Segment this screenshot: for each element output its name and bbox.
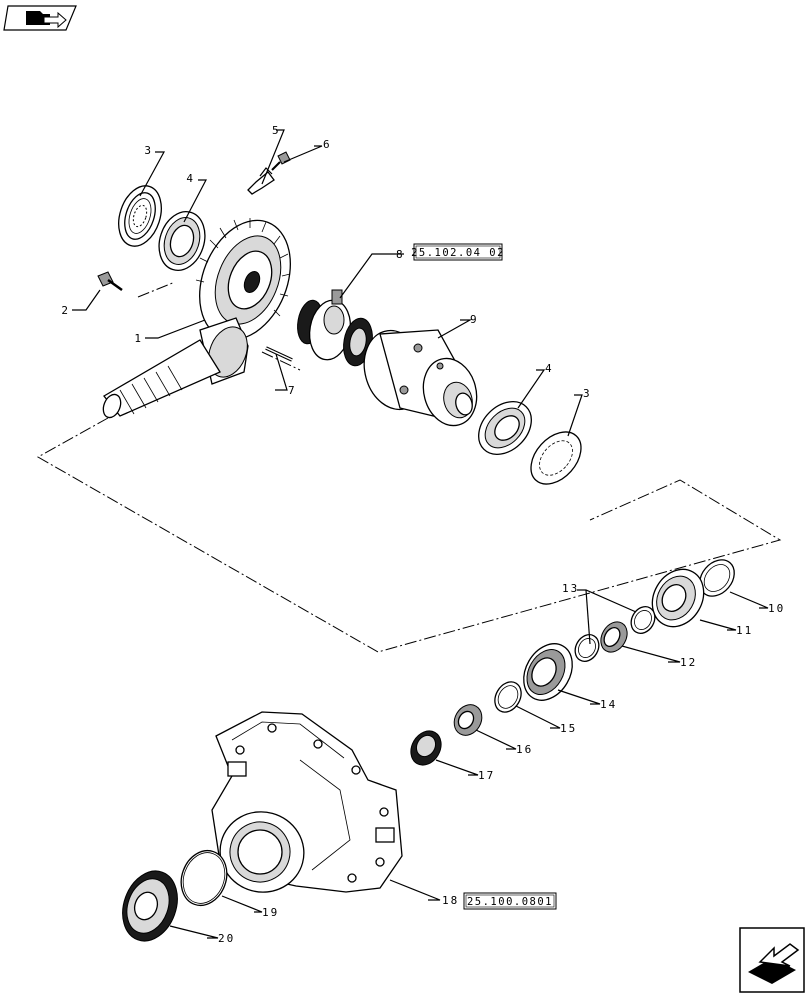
callout-16: 16 xyxy=(516,743,533,756)
callout-20: 20 xyxy=(218,932,235,945)
callout-6: 6 xyxy=(323,138,332,151)
part-12-seal[interactable] xyxy=(596,617,633,657)
part-3-upper-bearing[interactable] xyxy=(111,180,168,251)
part-17-seal[interactable] xyxy=(405,725,447,770)
part-10-shim-ring[interactable] xyxy=(693,553,742,603)
part-1-ring-gear-pinion[interactable] xyxy=(100,207,307,420)
callout-18: 18 xyxy=(442,894,459,907)
reference-18-label: 25.100.0801 xyxy=(467,896,553,908)
callout-8: 8 xyxy=(396,248,405,261)
callout-4-lower: 4 xyxy=(545,362,554,375)
callout-13: 13 xyxy=(562,582,579,595)
callout-7: 7 xyxy=(288,384,297,397)
part-16-nut[interactable] xyxy=(449,700,488,741)
part-14-bearing[interactable] xyxy=(514,635,582,709)
leader-lines xyxy=(72,129,769,939)
part-3-lower-ring[interactable] xyxy=(521,422,591,493)
part-9-differential-case[interactable] xyxy=(356,324,484,432)
part-19-o-ring[interactable] xyxy=(174,844,234,912)
callout-12: 12 xyxy=(680,656,697,669)
callout-14: 14 xyxy=(600,698,617,711)
part-8-differential-gears[interactable] xyxy=(294,289,376,368)
part-18-housing[interactable] xyxy=(211,711,403,902)
part-15-snap-ring[interactable] xyxy=(490,677,527,717)
callout-9: 9 xyxy=(470,313,479,326)
reference-8-label: 25.102.04 02 xyxy=(411,247,505,259)
open-folder-arrow-icon[interactable] xyxy=(3,5,77,31)
reference-box-18[interactable]: 25.100.0801 xyxy=(463,892,557,910)
reference-box-8[interactable]: 25.102.04 02 xyxy=(411,243,505,261)
part-13-rings[interactable] xyxy=(570,602,659,665)
callout-11: 11 xyxy=(736,624,753,637)
callout-2: 2 xyxy=(61,304,70,317)
callout-5: 5 xyxy=(272,124,281,137)
part-11-bearing[interactable] xyxy=(642,560,714,636)
callout-15: 15 xyxy=(560,722,577,735)
callout-1: 1 xyxy=(134,332,143,345)
part-4-upper-bearing[interactable] xyxy=(152,206,212,277)
callout-3-upper: 3 xyxy=(144,144,153,157)
callout-3-lower: 3 xyxy=(583,387,592,400)
part-2-bolt[interactable] xyxy=(97,271,123,292)
part-7-pin[interactable] xyxy=(265,346,293,362)
part-4-lower-bearing[interactable] xyxy=(468,391,542,465)
callout-labels: 3 4 5 6 2 1 7 8 9 4 3 10 11 13 12 14 15 … xyxy=(61,124,785,945)
callout-19: 19 xyxy=(262,906,279,919)
part-20-seal-cover[interactable] xyxy=(113,863,186,948)
navigate-back-arrow-icon[interactable] xyxy=(739,927,805,993)
assembly-outline-upper xyxy=(36,281,782,653)
part-5-lock-clip[interactable] xyxy=(247,167,275,195)
callout-4-upper: 4 xyxy=(186,172,195,185)
callout-10: 10 xyxy=(768,602,785,615)
callout-17: 17 xyxy=(478,769,495,782)
